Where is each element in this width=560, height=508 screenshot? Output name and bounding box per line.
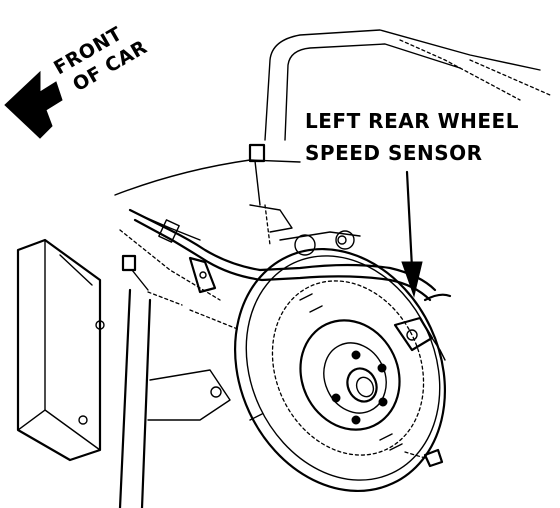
mounting-bracket [16, 238, 105, 462]
suspension-outline [114, 159, 301, 331]
upper-bolt [248, 143, 271, 246]
shading-strokes [249, 293, 403, 451]
knuckle [249, 204, 361, 256]
callout-line1: LEFT REAR WHEEL [305, 109, 519, 133]
arrow-left-icon [4, 70, 63, 139]
callout-line2: SPEED SENSOR [305, 141, 483, 165]
brake-hose [128, 208, 437, 302]
wheel-speed-sensor [393, 293, 452, 361]
brake-rotor [233, 247, 447, 493]
control-arm [118, 288, 231, 508]
frame-rail [264, 29, 551, 141]
lug-studs [331, 350, 388, 425]
hose-clip [188, 256, 217, 294]
lower-bolt [404, 448, 444, 468]
left-bolt [121, 254, 183, 306]
